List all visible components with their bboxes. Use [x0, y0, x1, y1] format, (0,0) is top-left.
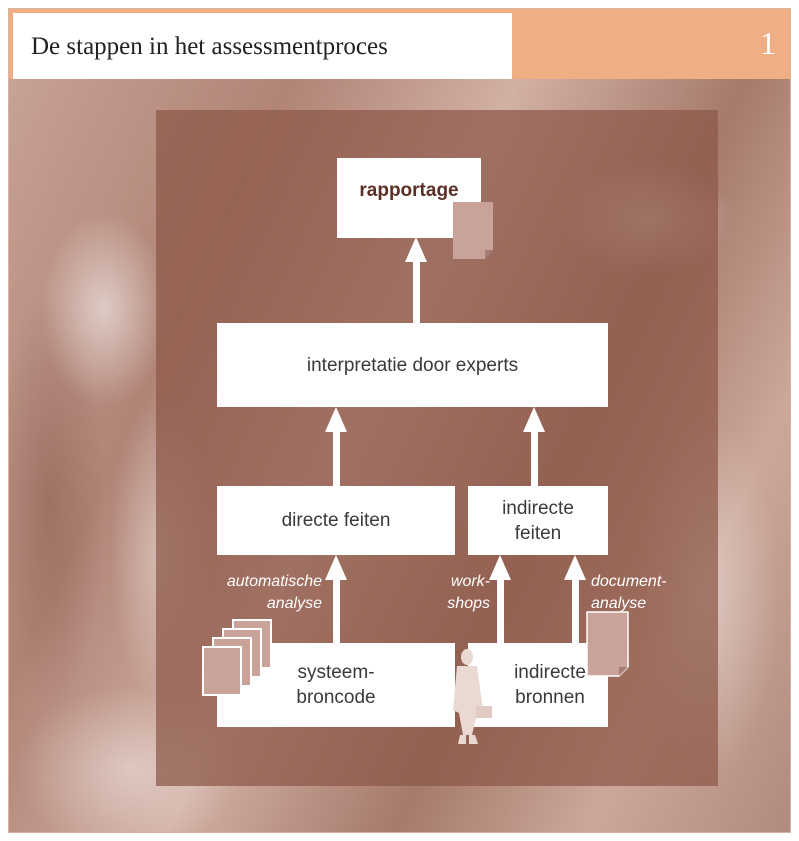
label-automatische-analyse: automatische analyse — [226, 573, 322, 612]
page-title: De stappen in het assessmentproces — [31, 33, 388, 60]
node-interpretatie: interpretatie door experts — [217, 323, 608, 407]
arrowhead-interpretation-left — [325, 407, 347, 432]
icons-layer — [202, 202, 629, 744]
arrowhead-direct-facts — [325, 555, 347, 580]
title-box: De stappen in het assessmentproces — [13, 13, 512, 79]
figure-frame: De stappen in het assessmentproces 1 — [8, 8, 791, 833]
photo-background: rapportage interpretatie door experts di… — [9, 79, 790, 832]
arrowhead-report — [405, 237, 427, 262]
arrow-workshops — [497, 576, 504, 643]
figure-number: 1 — [760, 25, 776, 61]
label-documentanalyse: document- analyse — [591, 573, 667, 612]
source-code-pages-icon — [202, 619, 272, 696]
arrow-indirect-facts-to-interpretation — [531, 428, 538, 486]
arrows-layer — [325, 237, 586, 643]
document-icon — [586, 611, 629, 677]
arrowhead-workshops — [489, 555, 511, 580]
arrow-direct-facts-to-interpretation — [333, 428, 340, 486]
node-directe-feiten: directe feiten — [217, 486, 455, 555]
arrow-source-to-direct-facts — [333, 576, 340, 643]
node-indirecte-feiten: indirecte feiten — [468, 486, 608, 555]
arrow-document-analysis — [572, 576, 579, 643]
report-document-icon — [453, 202, 493, 259]
label-workshops: work- shops — [447, 573, 490, 612]
arrowhead-interpretation-right — [523, 407, 545, 432]
node-indirecte-bronnen: indirecte bronnen — [468, 643, 608, 727]
header-bar: De stappen in het assessmentproces 1 — [9, 9, 790, 79]
arrowhead-document-analysis — [564, 555, 586, 580]
diagram-panel: rapportage interpretatie door experts di… — [156, 110, 718, 786]
arrow-interpretation-to-report — [413, 258, 420, 323]
person-icon — [453, 649, 492, 744]
